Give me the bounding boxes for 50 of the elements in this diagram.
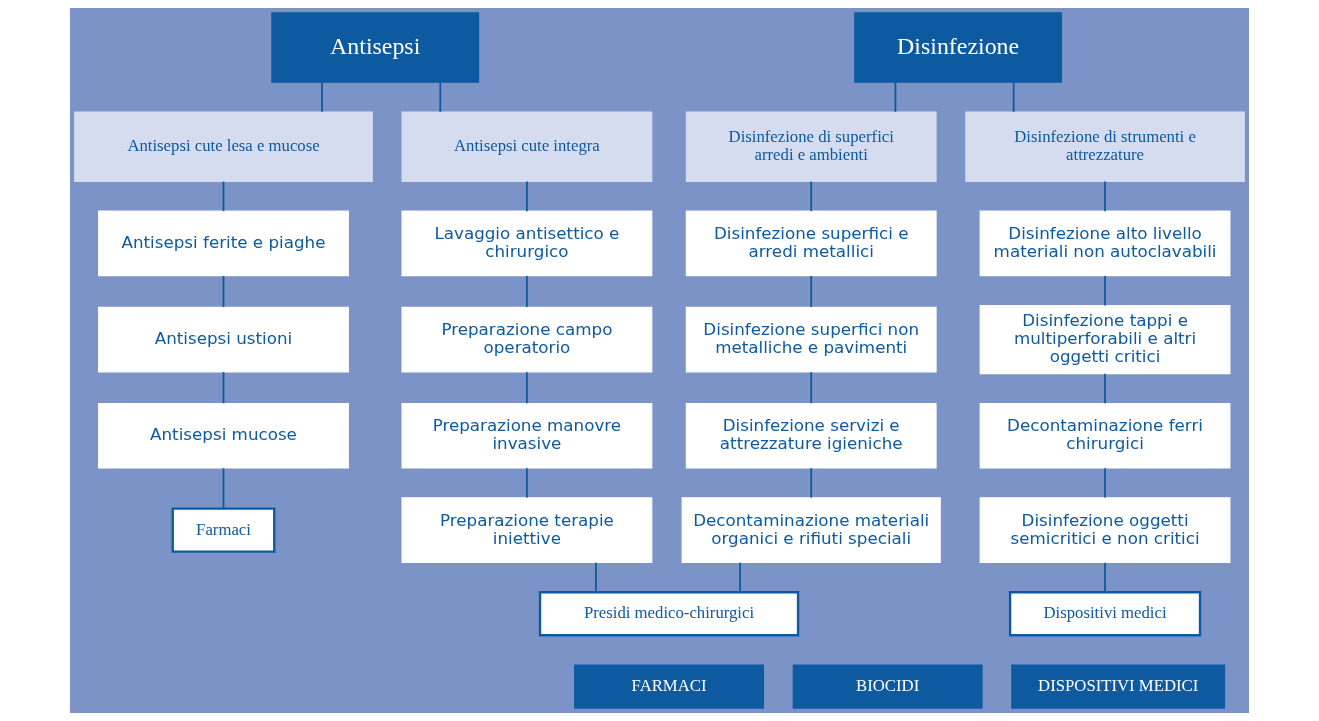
connector bbox=[1104, 561, 1106, 594]
node-box: Disinfezione servizi e attrezzature igieniche bbox=[685, 402, 937, 469]
connector bbox=[526, 275, 528, 308]
connector bbox=[222, 275, 225, 308]
node-box: Antisepsi cute integra bbox=[401, 111, 653, 182]
node-box: Preparazione manovre invasive bbox=[401, 402, 653, 469]
connector bbox=[1104, 467, 1106, 499]
node-box: Presidi medico-chirurgici bbox=[538, 591, 800, 637]
node-box: Disinfezione alto livello materiali non autoclavabili bbox=[979, 210, 1231, 277]
node-box: DISPOSITIVI MEDICI bbox=[1011, 664, 1226, 709]
connector bbox=[739, 561, 742, 594]
node-box: Antisepsi mucose bbox=[98, 402, 349, 469]
node-box: Preparazione terapie iniettive bbox=[401, 497, 653, 563]
node-box: Disinfezione bbox=[854, 12, 1063, 83]
connector bbox=[810, 467, 813, 499]
node-box: Disinfezione superfici e arredi metallici bbox=[685, 210, 937, 277]
node-box: Disinfezione di superfici arredi e ambienti bbox=[685, 111, 937, 182]
connector bbox=[810, 180, 813, 213]
connector bbox=[526, 467, 528, 499]
node-box: Disinfezione oggetti semicritici e non critici bbox=[979, 497, 1231, 563]
node-box: Preparazione campo operatorio bbox=[401, 306, 653, 373]
node-box: FARMACI bbox=[574, 664, 764, 709]
node-box: Antisepsi cute lesa e mucose bbox=[74, 111, 373, 182]
connector bbox=[321, 81, 323, 113]
node-box: Antisepsi ustioni bbox=[98, 306, 349, 373]
connector bbox=[222, 371, 225, 405]
connector bbox=[810, 275, 813, 308]
node-box: Disinfezione tappi e multiperforabili e altri oggetti critici bbox=[979, 304, 1231, 375]
node-box: Decontaminazione materiali organici e rifiuti speciali bbox=[681, 497, 941, 563]
connector bbox=[595, 561, 597, 594]
node-box: Antisepsi bbox=[271, 12, 480, 83]
node-box: Lavaggio antisettico e chirurgico bbox=[401, 210, 653, 277]
connector bbox=[894, 81, 897, 113]
node-box: Farmaci bbox=[171, 507, 276, 553]
connector bbox=[439, 81, 442, 113]
connector bbox=[810, 371, 813, 405]
connector bbox=[1104, 180, 1106, 213]
connector bbox=[526, 371, 528, 405]
node-box: BIOCIDI bbox=[792, 664, 983, 709]
connector bbox=[1012, 81, 1015, 113]
node-box: Decontaminazione ferri chirurgici bbox=[979, 402, 1231, 469]
connector bbox=[1104, 372, 1106, 405]
node-box: Disinfezione superfici non metalliche e pavimenti bbox=[685, 306, 937, 373]
connector bbox=[222, 180, 225, 213]
node-box: Disinfezione di strumenti e attrezzature bbox=[965, 111, 1245, 182]
connector bbox=[1104, 275, 1106, 307]
node-box: Dispositivi medici bbox=[1008, 591, 1202, 637]
node-box: Antisepsi ferite e piaghe bbox=[98, 210, 349, 277]
connector bbox=[222, 467, 225, 510]
connector bbox=[526, 180, 528, 213]
